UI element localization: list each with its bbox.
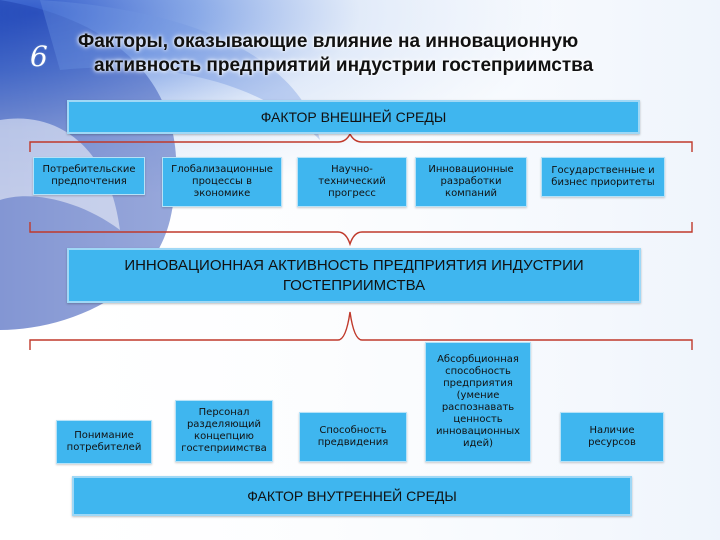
internal-item-foresight: Способность предвидения	[299, 412, 407, 462]
internal-item-label: Персонал разделяющий концепцию гостеприи…	[181, 407, 267, 454]
internal-item-staff-concept: Персонал разделяющий концепцию гостеприи…	[175, 400, 273, 462]
slide-title: Факторы, оказывающие влияние на инноваци…	[78, 30, 698, 78]
central-activity-band: ИННОВАЦИОННАЯ АКТИВНОСТЬ ПРЕДПРИЯТИЯ ИНД…	[67, 248, 641, 303]
external-item-label: Инновационные разработки компаний	[428, 164, 514, 199]
slide-number: 6	[30, 40, 48, 73]
internal-item-label: Наличие ресурсов	[588, 425, 636, 448]
external-item-globalization: Глобализационные процессы в экономике	[162, 157, 282, 207]
external-item-label: Глобализационные процессы в экономике	[171, 164, 273, 199]
internal-factor-band: ФАКТОР ВНУТРЕННЕЙ СРЕДЫ	[72, 476, 632, 516]
slide-title-line-1: Факторы, оказывающие влияние на инноваци…	[78, 31, 579, 52]
slide-title-line-2: активность предприятий индустрии гостепр…	[94, 55, 594, 76]
internal-item-absorptive-capacity: Абсорбционная способность предприятия (у…	[425, 342, 531, 462]
internal-item-label: Понимание потребителей	[66, 430, 142, 453]
internal-factor-label: ФАКТОР ВНУТРЕННЕЙ СРЕДЫ	[247, 488, 457, 504]
internal-item-label: Способность предвидения	[317, 425, 389, 448]
external-item-company-innovations: Инновационные разработки компаний	[415, 157, 527, 207]
internal-item-understanding-consumers: Понимание потребителей	[56, 420, 152, 464]
external-item-label: Государственные и бизнес приоритеты	[551, 165, 655, 188]
internal-item-resources: Наличие ресурсов	[560, 412, 664, 462]
external-item-label: Потребительские предпочтения	[42, 164, 136, 187]
central-activity-label: ИННОВАЦИОННАЯ АКТИВНОСТЬ ПРЕДПРИЯТИЯ ИНД…	[124, 256, 584, 294]
external-item-consumer-preferences: Потребительские предпочтения	[33, 157, 145, 195]
external-item-scientific-progress: Научно-технический прогресс	[297, 157, 407, 207]
external-factor-band: ФАКТОР ВНЕШНЕЙ СРЕДЫ	[67, 100, 640, 134]
external-item-label: Научно-технический прогресс	[318, 164, 386, 199]
external-factor-label: ФАКТОР ВНЕШНЕЙ СРЕДЫ	[260, 109, 447, 125]
internal-item-label: Абсорбционная способность предприятия (у…	[435, 354, 521, 449]
external-item-state-business-priorities: Государственные и бизнес приоритеты	[541, 157, 665, 197]
